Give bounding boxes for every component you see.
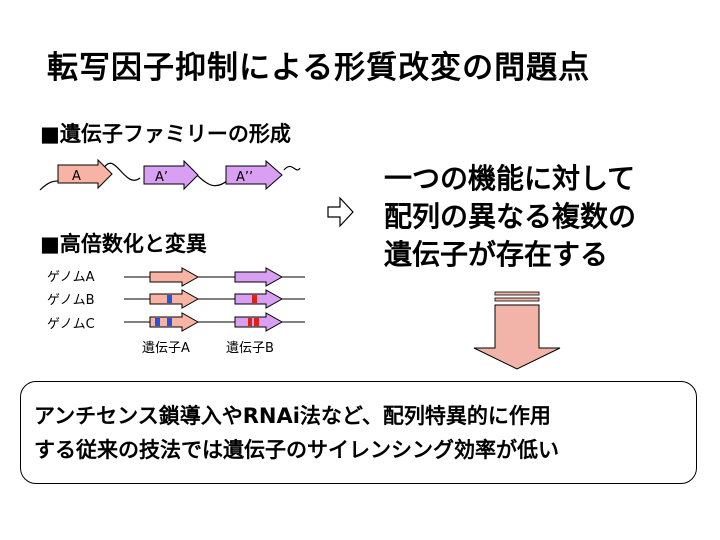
problem-box bbox=[20, 381, 697, 484]
problem-line: アンチセンス鎖導入やRNAi法など、配列特異的に作用 bbox=[34, 404, 551, 428]
gene-label-a-double-prime: A’’ bbox=[236, 170, 253, 185]
mutation-mark bbox=[248, 318, 252, 326]
mutation-mark bbox=[254, 318, 259, 326]
section-heading-polyploidy: ■高倍数化と変異 bbox=[40, 232, 207, 256]
mutation-mark bbox=[252, 295, 257, 303]
gene-b-caption: 遺伝子B bbox=[226, 341, 274, 356]
genome-label-a: ゲノムA bbox=[47, 270, 95, 285]
genome-row-b: ゲノムB bbox=[47, 289, 305, 309]
conclusion-text: 一つの機能に対して 配列の異なる複数の 遺伝子が存在する bbox=[384, 160, 636, 274]
mutation-mark bbox=[167, 318, 172, 326]
chromosome-line bbox=[39, 162, 301, 191]
gene-label-a-prime: A’ bbox=[155, 170, 168, 185]
genome-row-c: ゲノムC bbox=[47, 312, 305, 332]
page-title: 転写因子抑制による形質改変の問題点 bbox=[47, 50, 591, 86]
gene-arrow-a-prime: A’ bbox=[143, 159, 199, 191]
gene-a-caption: 遺伝子A bbox=[142, 341, 190, 356]
gene-arrow-a: A bbox=[57, 158, 113, 190]
genome-row-a: ゲノムA bbox=[47, 267, 305, 287]
section-heading-gene-family: ■遺伝子ファミリーの形成 bbox=[40, 122, 291, 146]
conclusion-line: 配列の異なる複数の bbox=[384, 200, 637, 233]
down-arrow bbox=[473, 291, 561, 370]
problem-text: アンチセンス鎖導入やRNAi法など、配列特異的に作用 する従来の技法では遺伝子の… bbox=[34, 399, 559, 467]
gene-label-a: A bbox=[72, 169, 81, 184]
mutation-mark bbox=[167, 295, 172, 303]
gene-arrow-a-double-prime: A’’ bbox=[225, 159, 283, 191]
genome-label-b: ゲノムB bbox=[47, 293, 95, 308]
conclusion-line: 一つの機能に対して bbox=[384, 162, 636, 195]
mutation-mark bbox=[155, 318, 160, 326]
conclusion-line: 遺伝子が存在する bbox=[384, 238, 609, 271]
genome-label-c: ゲノムC bbox=[47, 317, 95, 332]
implies-arrow bbox=[327, 196, 354, 228]
problem-line: する従来の技法では遺伝子のサイレンシング効率が低い bbox=[34, 438, 559, 462]
